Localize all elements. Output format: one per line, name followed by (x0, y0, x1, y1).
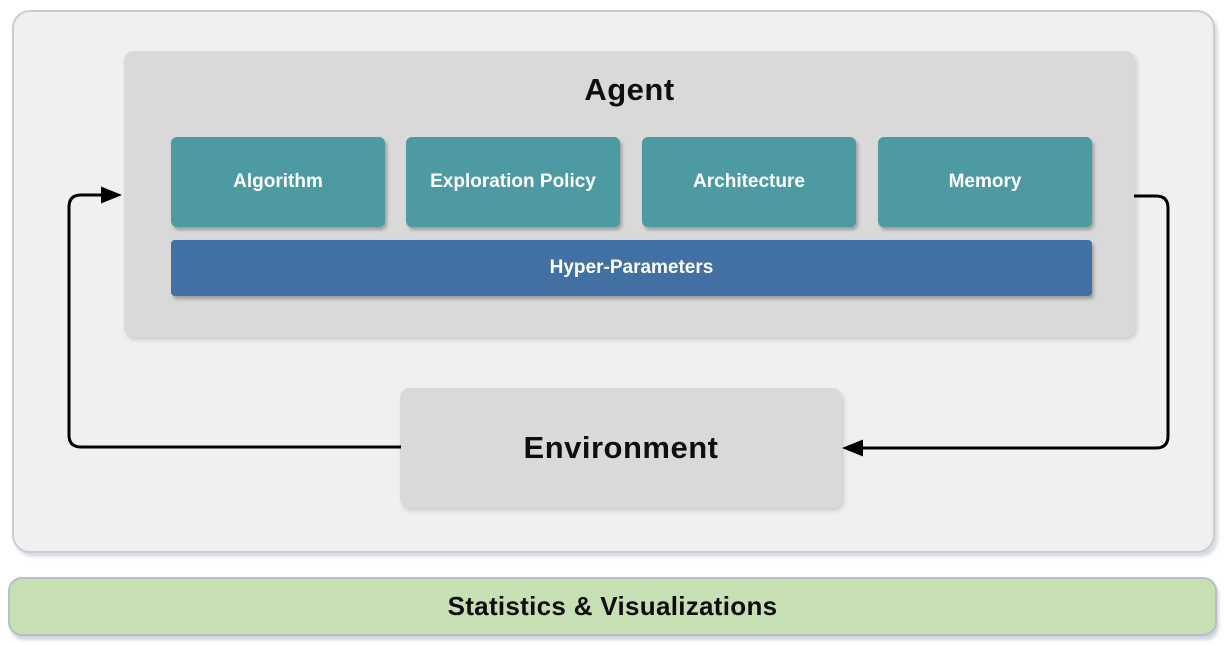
agent-component-exploration-policy: Exploration Policy (406, 137, 620, 227)
agent-component-algorithm: Algorithm (171, 137, 385, 227)
statistics-visualizations-bar: Statistics & Visualizations (8, 577, 1217, 636)
hyper-parameters-bar: Hyper-Parameters (171, 240, 1092, 296)
agent-component-memory: Memory (878, 137, 1092, 227)
environment-box: Environment (400, 388, 842, 508)
agent-component-architecture: Architecture (642, 137, 856, 227)
agent-title: Agent (584, 72, 675, 107)
